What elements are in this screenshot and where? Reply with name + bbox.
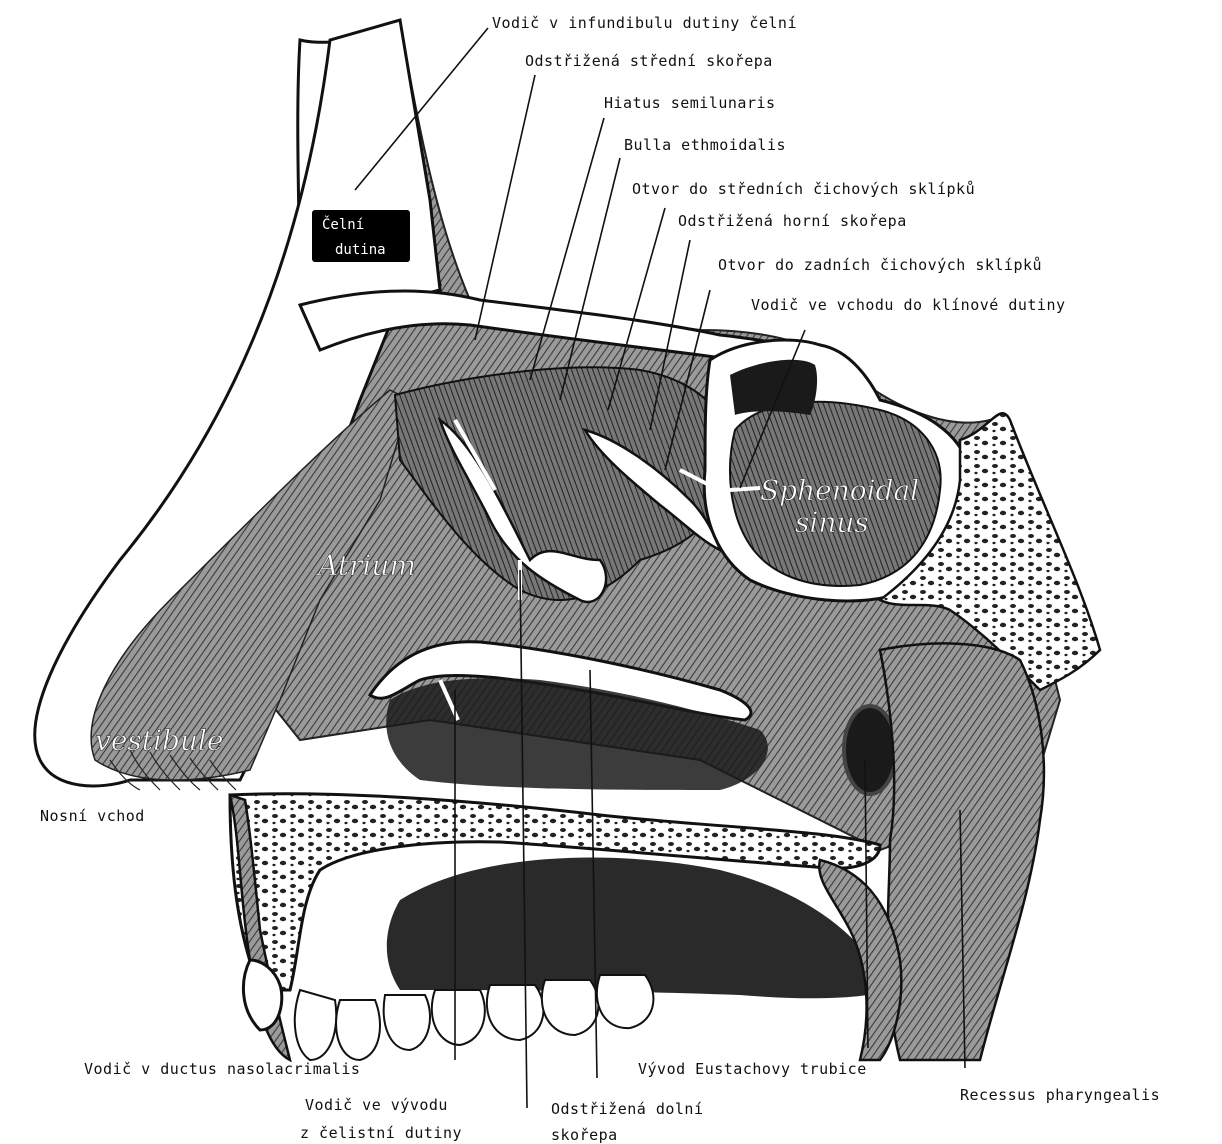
label-recessus: Recessus pharyngealis — [960, 1086, 1160, 1104]
sphenoidal-sinus-label-line2: sinus — [795, 506, 869, 539]
eustachian-tube-opening — [844, 706, 896, 794]
label-vyvod-eustach: Vývod Eustachovy trubice — [638, 1060, 867, 1078]
sphenoidal-sinus-label-line1: Sphenoidal — [760, 474, 919, 507]
label-bulla: Bulla ethmoidalis — [624, 136, 786, 154]
atrium-label: Atrium — [315, 549, 416, 582]
label-vodic-infundibulum: Vodič v infundibulu dutiny čelní — [492, 14, 797, 32]
frontal-sinus-label-line2: dutina — [335, 242, 386, 258]
label-odstrizena-dolni-line2: skořepa — [551, 1126, 618, 1144]
frontal-sinus-label-line1: Čelní — [322, 215, 364, 233]
pharynx-wall — [880, 643, 1044, 1060]
label-otvor-stredni: Otvor do středních čichových sklípků — [632, 180, 975, 198]
label-odstrizena-dolni-line1: Odstřižená dolní — [551, 1100, 704, 1118]
label-odstrizena-stredni: Odstřižená střední skořepa — [525, 52, 773, 70]
label-vodic-vyvodu-line2: z čelistní dutiny — [300, 1124, 462, 1142]
vestibule-label: vestibule — [95, 724, 223, 757]
label-vodic-klinova: Vodič ve vchodu do klínové dutiny — [751, 296, 1066, 314]
label-hiatus: Hiatus semilunaris — [604, 94, 776, 112]
label-odstrizena-horni: Odstřižená horní skořepa — [678, 212, 907, 230]
label-otvor-zadni: Otvor do zadních čichových sklípků — [718, 256, 1042, 274]
label-nosni-vchod: Nosní vchod — [40, 807, 145, 825]
label-vodic-vyvodu-line1: Vodič ve vývodu — [305, 1096, 448, 1114]
label-vodic-ductus: Vodič v ductus nasolacrimalis — [84, 1060, 360, 1078]
